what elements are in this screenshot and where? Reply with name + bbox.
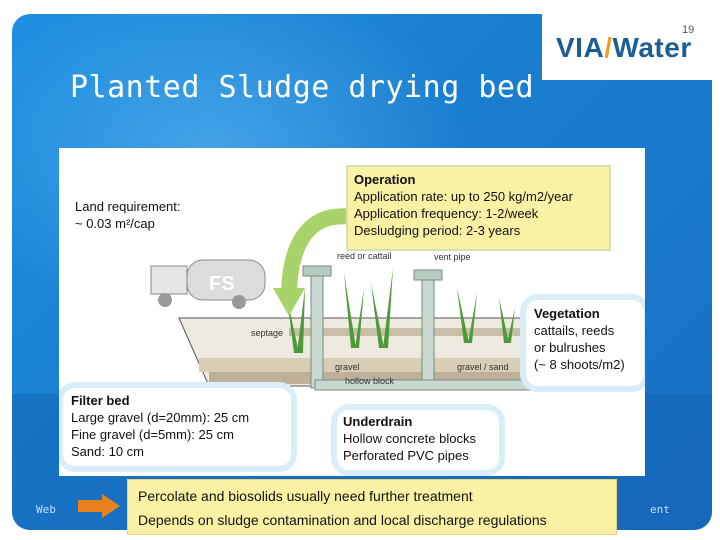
note-line-2: Depends on sludge contamination and loca… [138, 512, 547, 528]
vent-pipe-right-cap [413, 269, 443, 281]
via-water-logo: VIA/Water [556, 32, 692, 63]
page-number: 19 [682, 24, 695, 36]
vent-pipe-left [310, 269, 324, 389]
truck-icon [150, 259, 266, 309]
septage-strip [289, 328, 539, 336]
loading-arrow [281, 208, 361, 299]
operation-line-1: Application rate: up to 250 kg/m2/year [354, 189, 573, 204]
septage-label: septage [251, 328, 284, 338]
footer-right-text: ent [650, 503, 670, 516]
reed-label: reed or cattail [337, 251, 392, 261]
treatment-note: Percolate and biosolids usually need fur… [127, 479, 617, 535]
bed-illustration [150, 208, 560, 391]
operation-heading: Operation [354, 172, 416, 187]
operation-line-2: Application frequency: 1-2/week [354, 206, 539, 221]
filter-bed-box: Filter bed Large gravel (d=20mm): 25 cm … [63, 388, 291, 466]
plants [287, 268, 515, 353]
land-requirement: Land requirement: ~ 0.03 m²/cap [75, 199, 181, 231]
vent-pipe-right [421, 273, 435, 389]
filter-bed-heading: Filter bed [71, 393, 130, 408]
gravel-label: gravel [335, 362, 360, 372]
footer-left-text: Web [36, 503, 56, 516]
vent-pipe-label: vent pipe [434, 252, 471, 262]
underdrain-heading: Underdrain [343, 414, 413, 429]
note-line-1: Percolate and biosolids usually need fur… [138, 488, 473, 504]
hollow-block-label: hollow block [345, 376, 395, 386]
loading-arrow-head [273, 288, 305, 316]
logo-panel: VIA/Water [542, 14, 712, 80]
operation-box: Operation Application rate: up to 250 kg… [346, 165, 611, 251]
gravel-layer [199, 358, 539, 372]
vent-pipe-left-cap [302, 265, 332, 277]
vegetation-box: Vegetation cattails, reeds or bulrushes … [526, 300, 644, 386]
gravel-sand-label: gravel / sand [457, 362, 509, 372]
vegetation-heading: Vegetation [534, 306, 600, 321]
right-arrow-icon [78, 494, 120, 518]
fs-label: FS [209, 273, 235, 295]
operation-desludging: Desludging period: 2-3 years [354, 223, 521, 238]
underdrain-box: Underdrain Hollow concrete blocks Perfor… [337, 410, 499, 470]
slide-title: Planted Sludge drying bed [70, 70, 535, 105]
drying-bed-diagram: Land requirement: ~ 0.03 m²/cap FS reed … [59, 148, 645, 476]
